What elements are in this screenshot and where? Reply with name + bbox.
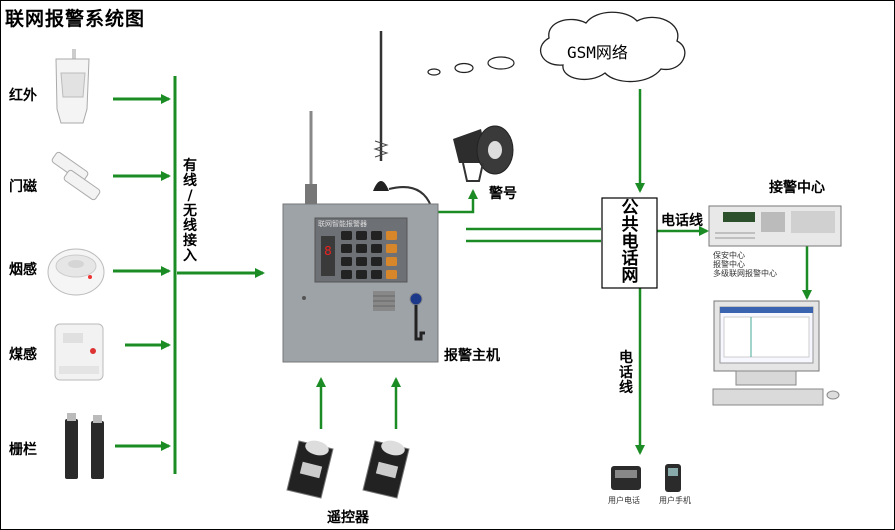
- alarm-main-unit-icon: 8: [282, 31, 439, 363]
- label-user-mobile: 用户手机: [659, 496, 691, 505]
- computer-icon: [712, 300, 840, 406]
- gsm-cloud-icon: [427, 11, 686, 83]
- smoke-detector-icon: [47, 248, 105, 296]
- keypad-key: [356, 231, 367, 240]
- keypad-key: [341, 244, 352, 253]
- keypad-key: [371, 244, 382, 253]
- remote-control-icon: [362, 440, 410, 499]
- keypad-key: [341, 270, 352, 279]
- siren-icon: [453, 125, 514, 182]
- keypad-key: [371, 270, 382, 279]
- keypad-key: [341, 257, 352, 266]
- label-phone-line-vertical: 电话线: [619, 350, 633, 396]
- keypad-key: [371, 231, 382, 240]
- label-pstn: 公共电话网: [621, 198, 639, 286]
- label-smoke: 烟感: [9, 262, 37, 278]
- keypad-key: [386, 231, 397, 240]
- keypad-key: [356, 257, 367, 266]
- keypad-key: [386, 257, 397, 266]
- label-door-magnet: 门磁: [9, 179, 37, 195]
- label-user-phone: 用户电话: [608, 496, 640, 505]
- keypad: [341, 231, 397, 279]
- fence-beam-icon: [65, 413, 104, 479]
- door-magnet-icon: [51, 151, 101, 201]
- label-remote: 遥控器: [327, 510, 369, 526]
- label-wired-wireless-access: 有线/无线接入: [183, 158, 197, 264]
- keypad-key: [356, 270, 367, 279]
- label-gsm-network: GSM网络: [567, 43, 628, 62]
- label-alarm-center: 接警中心: [769, 180, 825, 196]
- arrow-siren: [438, 189, 478, 214]
- note-multilevel-center: 多级联网报警中心: [713, 269, 777, 278]
- label-fence: 栅栏: [9, 442, 37, 458]
- keypad-key: [371, 257, 382, 266]
- label-infrared: 红外: [9, 88, 37, 104]
- svg-text:8: 8: [324, 244, 332, 258]
- keypad-key: [341, 231, 352, 240]
- label-siren: 警号: [489, 186, 517, 202]
- remote-control-icon: [286, 440, 334, 499]
- infrared-sensor-icon: [55, 49, 90, 124]
- keypad-key: [386, 270, 397, 279]
- keypad-key: [356, 244, 367, 253]
- label-main-unit: 报警主机: [444, 348, 500, 364]
- alarm-center-console-icon: [708, 205, 842, 247]
- label-gas: 煤感: [9, 347, 37, 363]
- alarm-center-notes: 保安中心 报警中心 多级联网报警中心: [713, 251, 777, 278]
- note-alarm-center: 报警中心: [713, 260, 745, 269]
- pstn-box: [601, 197, 658, 289]
- keypad-caption: 联网智能报警器: [318, 220, 367, 228]
- diagram-title: 联网报警系统图: [5, 8, 146, 30]
- gas-detector-icon: [54, 323, 104, 381]
- keypad-key: [386, 244, 397, 253]
- label-phone-line-horizontal: 电话线: [661, 213, 703, 229]
- note-security-center: 保安中心: [713, 251, 745, 260]
- user-phone-icon: [611, 466, 641, 490]
- user-mobile-icon: [665, 464, 681, 492]
